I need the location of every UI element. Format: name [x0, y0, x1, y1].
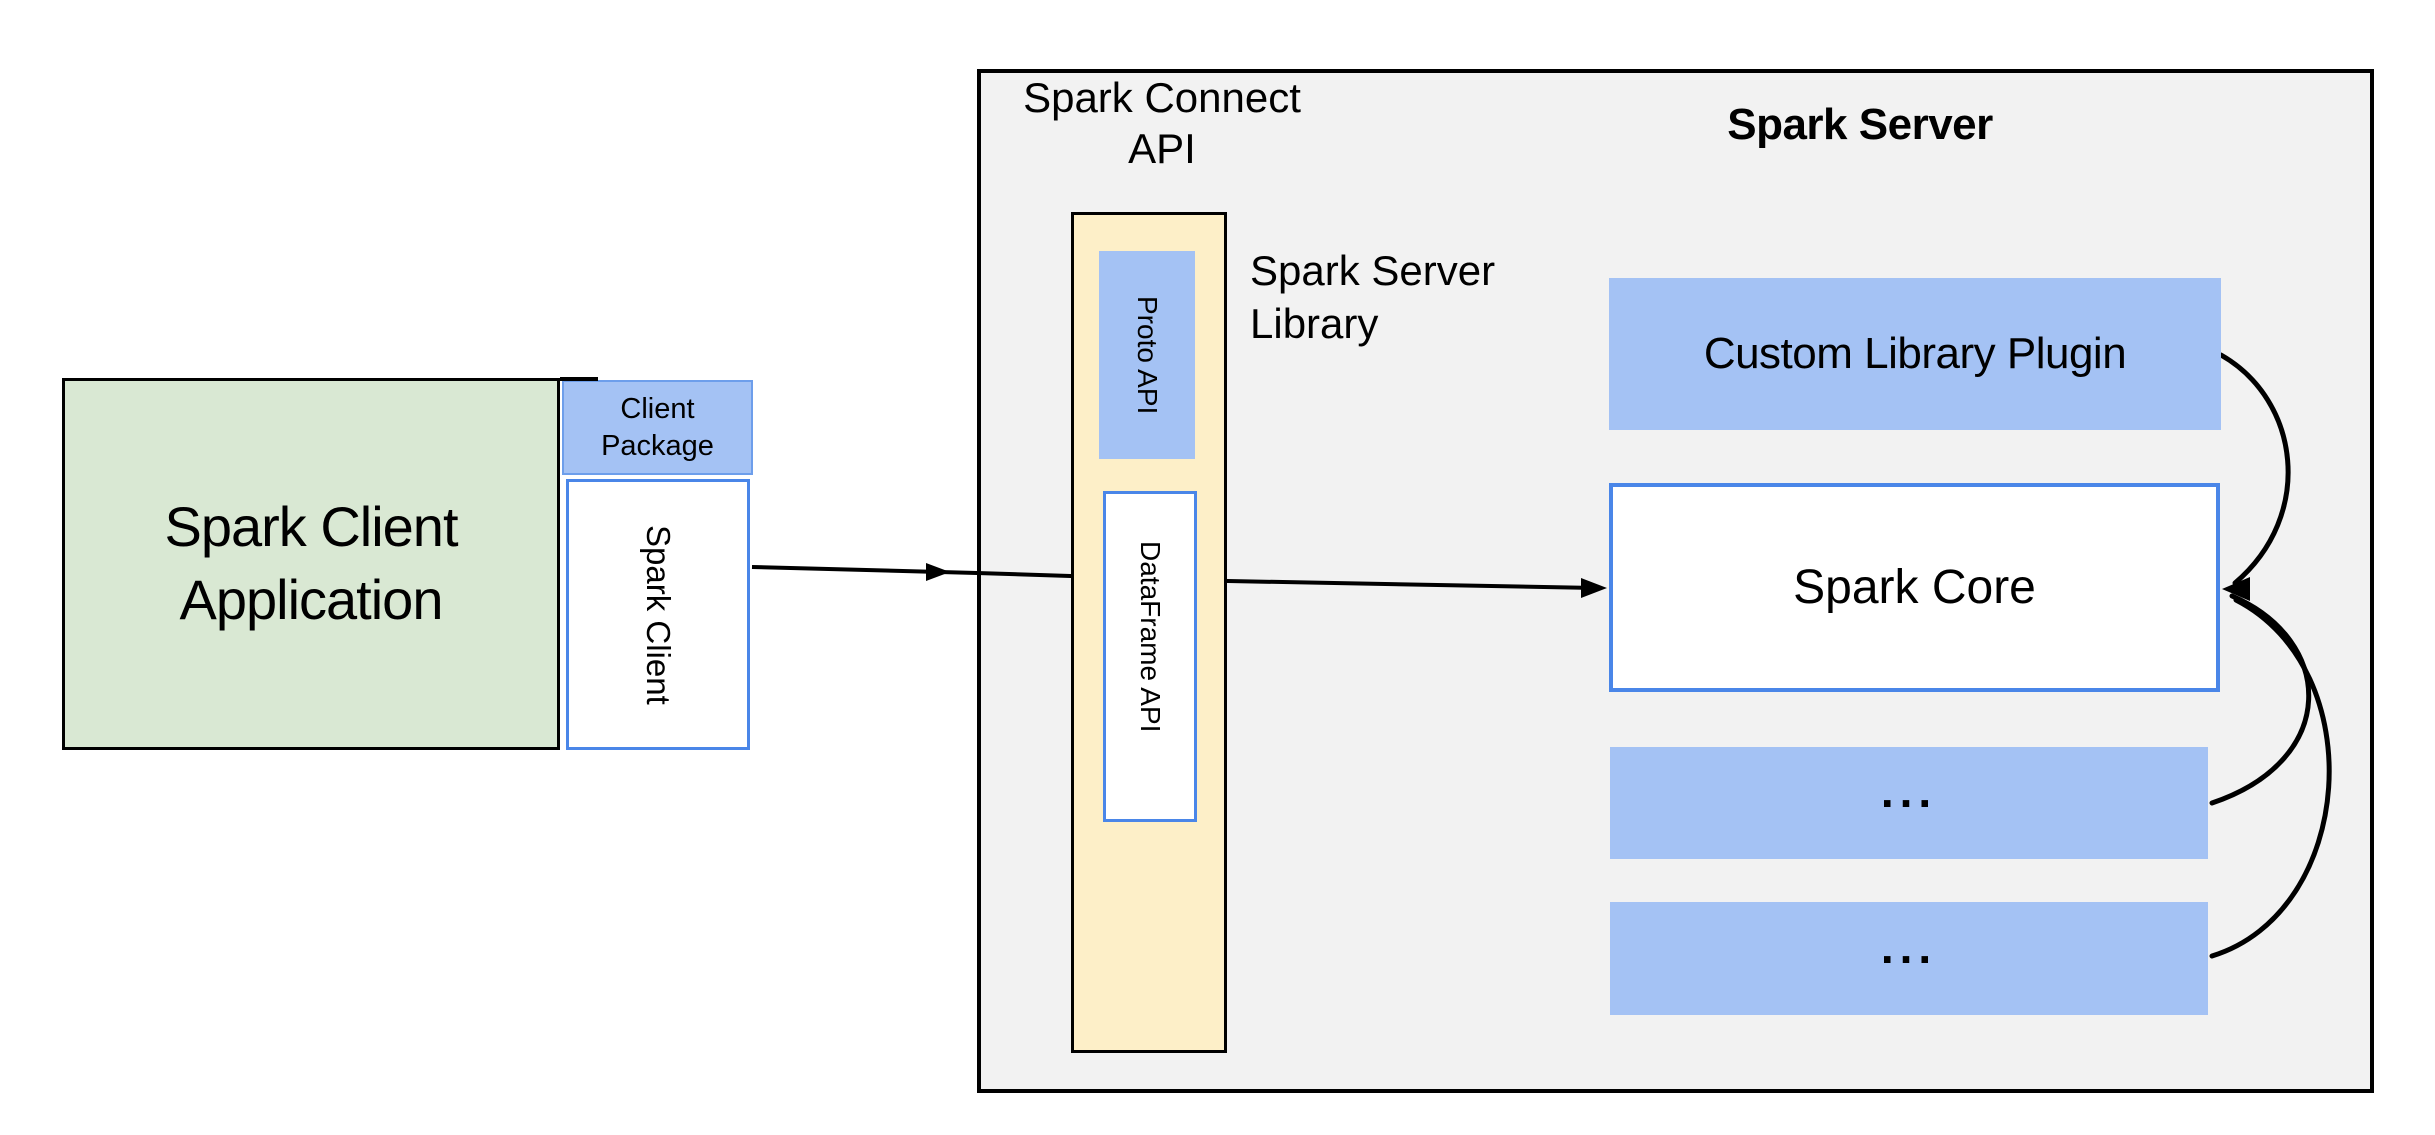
more-plugins-label-1: ...	[1880, 765, 1938, 817]
more1-to-core-curve	[2209, 593, 2312, 806]
spark-client-application-box: Spark Client Application	[62, 378, 560, 750]
client-package-label: Client Package	[601, 393, 714, 462]
core-right-arrowhead-icon	[2222, 577, 2250, 601]
more-plugins-label-2: ...	[1880, 920, 1938, 973]
mid-arrowhead-icon	[926, 563, 950, 581]
spark-client-application-label: Spark Client Application	[164, 495, 458, 631]
spark-server-title: Spark Server	[1727, 100, 1993, 149]
custom-library-plugin-label: Custom Library Plugin	[1703, 329, 2127, 378]
green-box-border-segment	[560, 377, 598, 381]
client-package-box: Client Package	[562, 380, 753, 475]
dataframe-api-label: DataFrame API	[1135, 540, 1166, 733]
spark-connect-api-label: Spark Connect API	[1023, 74, 1301, 173]
spark-client-box: Spark Client	[566, 479, 750, 750]
more-plugins-box-1: ...	[1610, 747, 2208, 859]
spark-core-label: Spark Core	[1793, 561, 2036, 614]
more2-to-core-curve	[2209, 597, 2332, 959]
plugin-to-core-curve	[2218, 352, 2291, 586]
spark-server-library-label: Spark Server Library	[1250, 247, 1496, 347]
proto-api-label: Proto API	[1132, 295, 1163, 415]
dataframe-api-box: DataFrame API	[1103, 491, 1197, 822]
spark-client-label: Spark Client	[640, 524, 677, 705]
spark-core-box: Spark Core	[1609, 483, 2220, 692]
proto-api-box: Proto API	[1099, 251, 1195, 459]
core-left-arrowhead-icon	[1581, 578, 1607, 598]
more-plugins-box-2: ...	[1610, 902, 2208, 1015]
custom-library-plugin-box: Custom Library Plugin	[1609, 278, 2221, 430]
